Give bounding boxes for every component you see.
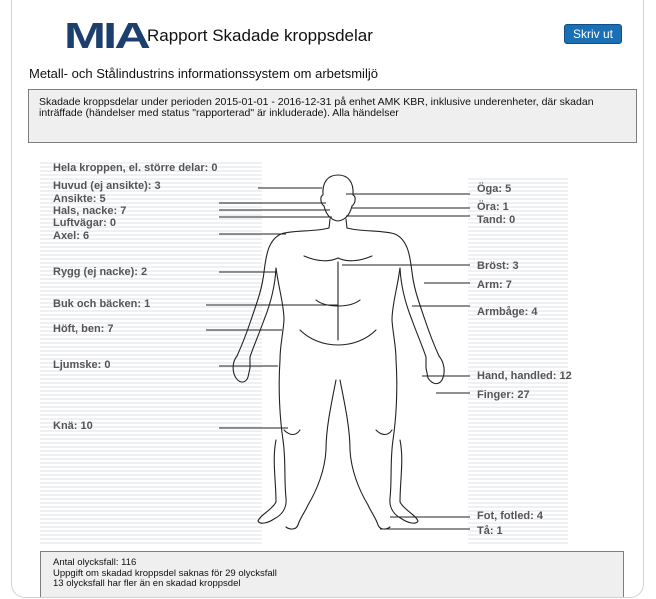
right-leg-inner [340,380,390,529]
label-ora: Öra: 1 [477,201,509,213]
label-ljumske: Ljumske: 0 [53,359,110,371]
label-ta: Tå: 1 [477,525,503,537]
label-tand: Tand: 0 [477,214,515,226]
neck-outline [329,219,347,228]
label-rygg: Rygg (ej nacke): 2 [53,266,147,278]
label-hals-nacke: Hals, nacke: 7 [53,205,126,217]
left-leg-inner [286,380,336,529]
chest-lines [304,256,372,261]
left-hand [233,356,250,382]
head-outline [321,175,355,221]
label-oga: Öga: 5 [477,183,511,195]
summary-box: Antal olycksfall: 116 Uppgift om skadad … [40,551,624,597]
label-hand-handled: Hand, handled: 12 [477,370,572,382]
knee-marks [284,430,392,435]
leader-lines [206,188,470,529]
label-brost: Bröst: 3 [477,260,519,272]
label-ansikte: Ansikte: 5 [53,193,106,205]
label-hoft-ben: Höft, ben: 7 [53,323,114,335]
abdomen-lines [300,262,376,345]
label-finger: Finger: 27 [477,389,530,401]
right-hand [426,356,444,384]
label-buk-backen: Buk och bäcken: 1 [53,298,150,310]
label-armbage: Armbåge: 4 [477,306,538,318]
label-fot-fotled: Fot, fotled: 4 [477,510,543,522]
summary-multiple: 13 olycksfall har fler än en skadad krop… [53,579,611,590]
summary-total: Antal olycksfall: 116 [53,558,611,569]
label-kna: Knä: 10 [53,420,93,432]
label-axel: Axel: 6 [53,230,89,242]
label-luftvagar: Luftvägar: 0 [53,217,116,229]
torso-left-outline [237,228,329,356]
left-leg [258,360,286,523]
label-hela-kroppen: Hela kroppen, el. större delar: 0 [53,162,217,174]
torso-right-outline [347,228,439,356]
right-leg [390,360,418,523]
label-arm: Arm: 7 [477,279,512,291]
label-huvud: Huvud (ej ansikte): 3 [53,180,161,192]
